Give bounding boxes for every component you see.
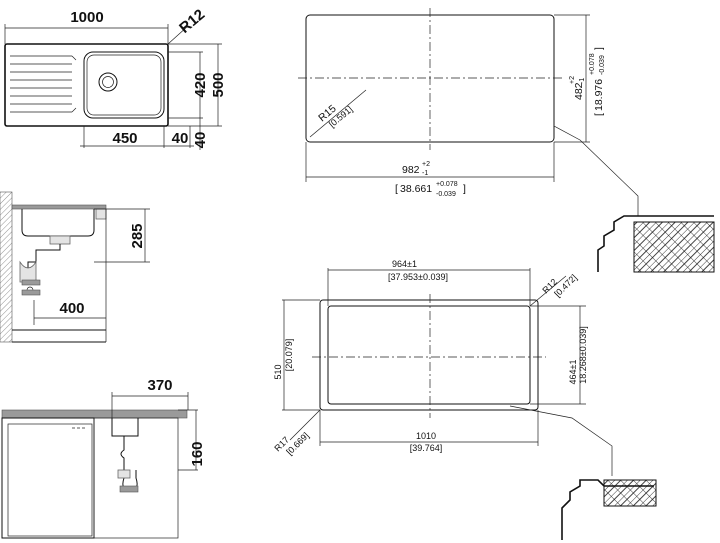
svg-text:]: ] — [463, 183, 466, 195]
side-view: 285 400 — [0, 191, 150, 343]
cutout-inner — [327, 305, 531, 405]
cutout-top: 982 +2 -1 [ 38.661 +0.078 -0.039 ] 482 +… — [298, 8, 715, 273]
svg-text:]: ] — [593, 47, 605, 50]
side-reach-label: 400 — [59, 300, 84, 317]
inner-width-inch: [37.953±0.039] — [388, 272, 448, 282]
cutout-top-width: 982 — [402, 164, 420, 176]
countertop — [11, 204, 107, 210]
cutout-top-detail-section — [597, 215, 714, 272]
offset-label: 40 — [172, 130, 189, 147]
svg-text:-0.039: -0.039 — [599, 55, 606, 75]
svg-text:+2: +2 — [422, 161, 430, 168]
sink-outline — [4, 43, 169, 127]
svg-text:[: [ — [395, 183, 398, 195]
inner-width: 964±1 — [392, 259, 417, 269]
svg-text:[: [ — [593, 113, 605, 116]
bowl-depth-label: 420 — [192, 72, 209, 97]
front-bowl — [111, 418, 139, 437]
sink-bowl-section — [21, 209, 95, 237]
front-view: 160 370 — [1, 377, 206, 539]
side-depth-label: 285 — [129, 223, 146, 248]
wall — [0, 191, 13, 343]
side-offset-label: 40 — [192, 132, 209, 149]
top-view: 1000 R12 420 500 40 450 40 — [4, 6, 227, 150]
front-reach-label: 370 — [147, 377, 172, 394]
outer-height-inch: [20.079] — [284, 339, 294, 372]
drainer-grooves — [10, 55, 77, 113]
svg-text:+2: +2 — [569, 76, 576, 84]
svg-text:-0.039: -0.039 — [436, 191, 456, 198]
cutout-outer — [319, 299, 539, 411]
cutout-bottom: 964±1 [37.953±0.039] R12 [0.472] 464±1 1… — [272, 259, 657, 540]
cutout-bottom-detail-section — [561, 479, 654, 540]
front-countertop — [1, 409, 188, 419]
outer-height: 510 — [273, 364, 283, 379]
inner-height-inch: 18.268±0.039] — [578, 326, 588, 384]
drain-icon — [98, 72, 118, 92]
front-height-label: 160 — [189, 441, 206, 466]
outer-width: 1010 — [416, 431, 436, 441]
svg-text:+0.078: +0.078 — [589, 53, 596, 75]
drain-pipe — [27, 244, 61, 282]
top-width-label: 1000 — [70, 9, 103, 26]
cutout-top-height-inch: 18.976 — [593, 79, 605, 111]
svg-text:-1: -1 — [422, 170, 428, 177]
svg-text:-1: -1 — [579, 78, 586, 84]
total-depth-label: 500 — [210, 72, 227, 97]
bowl — [83, 51, 165, 119]
outer-width-inch: [39.764] — [410, 443, 443, 453]
bowl-width-label: 450 — [112, 130, 137, 147]
svg-text:+0.078: +0.078 — [436, 181, 458, 188]
inner-height: 464±1 — [568, 360, 578, 385]
cutout-top-height: 482 — [573, 82, 585, 100]
cutout-top-width-inch: 38.661 — [400, 183, 432, 195]
